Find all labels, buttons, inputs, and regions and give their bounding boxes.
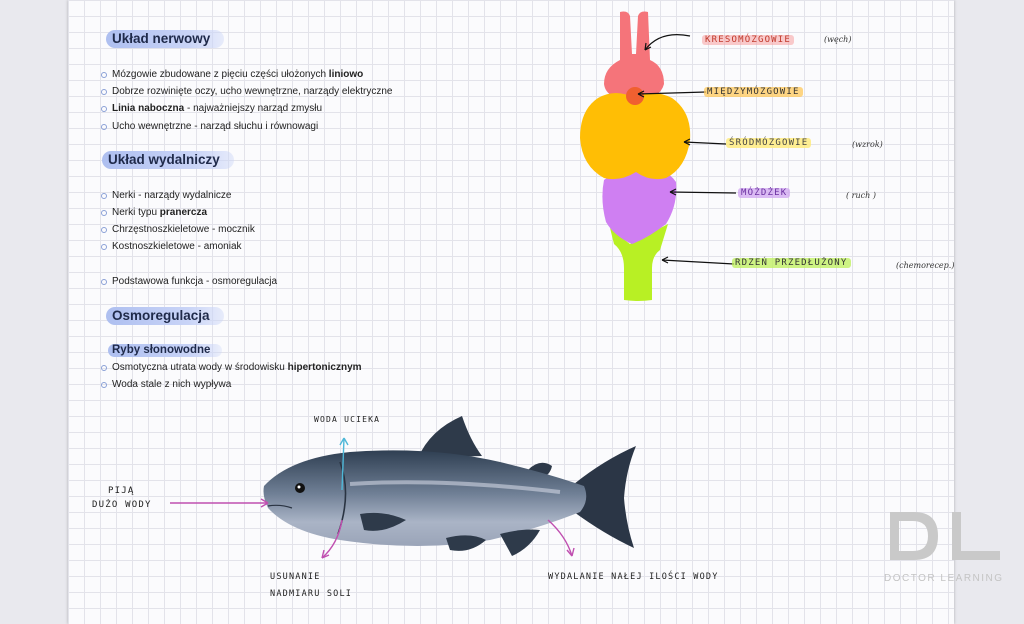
label-midbrain: ŚRÓDMÓZGOWIE [726, 138, 812, 148]
doctor-learning-logo [890, 512, 1000, 560]
cerebellum-shape [602, 166, 677, 244]
fish-anal-fin [500, 529, 540, 556]
list-item: Osmotyczna utrata wody w środowisku hipe… [101, 362, 362, 373]
fish-tail [574, 446, 636, 548]
list-item: Ucho wewnętrzne - narząd słuchu i równow… [100, 121, 319, 132]
label-medulla: RDZEŃ PRZEDŁUŻONY [732, 258, 851, 268]
subheading-saltwater-fish: Ryby słonowodne [108, 344, 223, 357]
label-cerebellum: MÓŻDŻEK [738, 188, 791, 198]
fish-pelvic-fin [446, 535, 486, 551]
list-item: Nerki typu pranercza [100, 207, 208, 218]
note-cerebellum: ( ruch ) [846, 191, 876, 200]
forebrain-shape [604, 11, 664, 100]
heading-excretory-system: Układ wydalniczy [102, 151, 234, 169]
medulla-shape [610, 224, 668, 301]
list-item: Linia naboczna - najważniejszy narząd zm… [100, 103, 323, 114]
list-item: Chrzęstnoszkieletowe - mocznik [101, 224, 255, 235]
label-water-escapes: WODA UCIEKA [314, 415, 381, 424]
list-item: Dobrze rozwinięte oczy, ucho wewnętrzne,… [101, 86, 393, 97]
diencephalon-shape [626, 87, 644, 105]
fish-pectoral-fin [360, 512, 406, 531]
label-salt-removal-2: NADMIARU SOLI [270, 589, 353, 599]
list-item: Woda stale z nich wypływa [100, 379, 232, 390]
label-excretion: WYDALANIE NAŁEJ ILOŚCI WODY [548, 572, 719, 582]
list-item: Mózgowie zbudowane z pięciu części ułożo… [100, 69, 364, 80]
list-item: Kostnoszkieletowe - amoniak [101, 241, 242, 252]
list-item: Podstawowa funkcja - osmoregulacja [100, 276, 278, 287]
label-forebrain: KRESOMÓZGOWIE [702, 35, 795, 45]
heading-osmoregulation: Osmoregulacja [106, 307, 224, 325]
label-diencephalon: MIĘDZYMÓZGOWIE [704, 87, 803, 97]
note-forebrain: (węch) [824, 35, 852, 44]
heading-nervous-system: Układ nerwowy [106, 30, 225, 48]
list-item: Nerki - narządy wydalnicze [101, 190, 232, 201]
note-medulla: (chemorecep.) [896, 261, 955, 270]
midbrain-shape [580, 93, 691, 180]
label-salt-removal-1: USUNANIE [270, 572, 321, 582]
note-midbrain: (wzrok) [852, 140, 883, 149]
note-page [68, 0, 954, 624]
watermark-text: DOCTOR LEARNING [884, 573, 1004, 584]
label-drink-2: DUŻO WODY [92, 500, 152, 510]
label-drink-1: PIJĄ [108, 486, 135, 496]
fish-dorsal-fin [418, 416, 482, 458]
